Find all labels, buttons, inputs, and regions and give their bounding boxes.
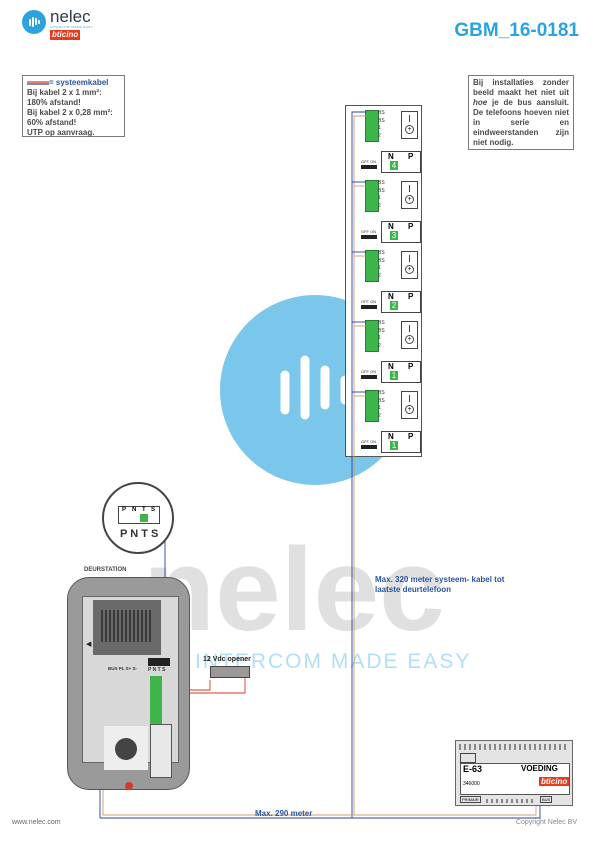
note-text: Bij installaties zonder beeld maakt het … [473,78,569,97]
handset-icon: + [401,391,418,419]
terminal-block [365,390,379,422]
switch-label: OFF ON [361,229,377,234]
footer-website[interactable]: www.nelec.com [12,819,61,826]
switch-label: OFF ON [361,369,377,374]
handset-icon: + [401,321,418,349]
legend-line: Bij kabel 2 x 0,28 mm²: [27,108,113,117]
switch-icon[interactable] [361,305,377,309]
fuse-icon [460,753,476,763]
terminal-block [365,320,379,352]
door-terminal-block [148,658,170,666]
power-supply: E-63 VOEDING 346000 bticino PRIMAIR BUS [455,740,573,806]
brand-name: nelec [50,7,91,26]
max-distance-label: Max. 290 meter [255,809,313,818]
handset-number: 4 [390,161,398,170]
note-box: Bij installaties zonder beeld maakt het … [468,75,574,150]
door-module-strip [150,676,162,726]
switch-icon[interactable] [361,235,377,239]
primary-terminal-label: PRIMAIR [460,796,481,803]
footer-copyright: Copyright Nelec BV [515,819,577,826]
detail-magnifier: P N T S P N T S [102,482,174,554]
handset-number: 3 [390,231,398,240]
power-brand-logo: bticino [539,777,570,786]
vent-top [459,744,569,750]
np-header: N P [381,221,421,243]
np-header: N P [381,291,421,313]
np-header: N P [381,431,421,453]
terminal-block [365,180,379,212]
led-indicator [125,782,133,790]
door-pnts-label: P N T S [148,667,166,673]
door-station: ◀ BUS PL S+ S- P N T S [67,577,190,790]
nelec-logo-bars-icon [29,17,40,27]
vent-bottom [486,799,536,803]
switch-label: OFF ON [361,299,377,304]
system-cable-icon [27,81,49,85]
handset-number: 1 [390,441,398,450]
switch-icon[interactable] [361,165,377,169]
handset-icon: + [401,111,418,139]
switch-label: OFF ON [361,159,377,164]
door-opener-icon [210,666,250,678]
bus-terminal-label: BUS [540,796,553,803]
legend-line: 60% afstand! [27,118,77,127]
detail-terminal-strip: P N T S [118,506,160,524]
handset-icon: + [401,181,418,209]
np-header: N P [381,361,421,383]
speaker-icon: ◀ [86,641,92,648]
watermark-tagline: INTERCOM MADE EASY [195,650,471,673]
legend-line: UTP op aanvraag. [27,128,95,137]
door-station-title: DEURSTATION [84,567,127,573]
legend-box: = systeemkabel Bij kabel 2 x 1 mm²: 180%… [22,75,125,137]
door-terminal-labels: BUS PL S+ S- [108,666,138,671]
push-button-surround [104,726,148,770]
nelec-logo-icon [22,10,46,34]
handset-number: 1 [390,371,398,380]
legend-title: = systeemkabel [49,78,109,87]
brand-tagline: INTERCOM MADE EASY [50,25,94,29]
document-code: GBM_16-0181 [454,20,579,41]
note-text-end: je de bus aansluit. De telefoons hoeven … [473,98,569,147]
terminal-block [365,110,379,142]
bticino-logo: bticino [50,30,81,40]
jumper-icon [140,514,148,522]
speaker-grille [93,600,161,655]
door-module-card [150,724,172,778]
watermark-word: nelec [143,524,445,656]
power-label-plate: E-63 VOEDING 346000 bticino [460,763,570,795]
system-cable-label: Max. 320 meter systeem- kabel tot laatst… [375,575,505,594]
note-emphasis: hoe [473,98,488,107]
handset-number: 2 [390,301,398,310]
switch-icon[interactable] [361,445,377,449]
switch-label: OFF ON [361,439,377,444]
np-header: N P [381,151,421,173]
terminal-block [365,250,379,282]
legend-line: Bij kabel 2 x 1 mm²: [27,88,102,97]
detail-bottom-labels: P N T S [120,528,159,540]
call-button[interactable] [115,738,137,760]
legend-line: 180% afstand! [27,98,81,107]
switch-icon[interactable] [361,375,377,379]
handset-icon: + [401,251,418,279]
opener-label: 12 Vdc opener [203,656,251,663]
